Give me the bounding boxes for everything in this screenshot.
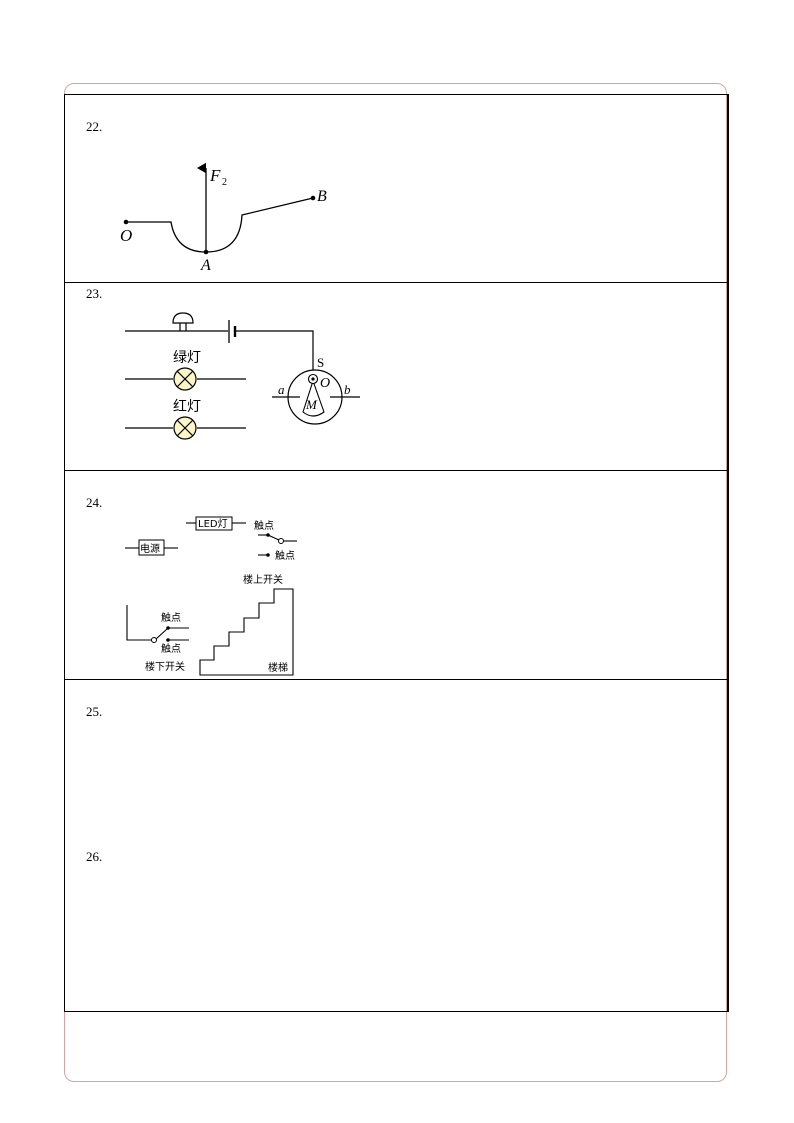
upstairs-switch-label: 楼上开关	[243, 573, 283, 586]
lower-contact-label-2: 触点	[161, 642, 181, 655]
divider-24-25	[65, 679, 728, 680]
tilt-switch-icon	[272, 369, 360, 425]
contact-a-label: a	[278, 382, 285, 397]
divider-22-23	[65, 282, 728, 283]
red-lamp-label: 红灯	[173, 399, 201, 415]
pendulum-m-label: M	[305, 397, 318, 412]
led-lamp-label: LED灯	[198, 518, 228, 530]
pivot-o-label: O	[320, 376, 330, 391]
stairs-outline	[199, 588, 294, 676]
red-lamp-icon	[173, 416, 197, 440]
green-lamp-label: 绿灯	[173, 350, 201, 366]
power-source-label: 电源	[140, 542, 160, 555]
question-number-25: 25.	[86, 704, 103, 719]
point-b-label: B	[317, 188, 327, 205]
answer-grid	[64, 94, 729, 1012]
bell-icon	[172, 312, 194, 331]
question-number-26: 26.	[86, 849, 103, 864]
force-subscript: 2	[222, 177, 227, 188]
downstairs-switch-label: 楼下开关	[145, 660, 185, 673]
lower-contact-label-1: 触点	[161, 611, 181, 624]
question-number-24: 24.	[86, 495, 103, 510]
lower-switch-icon	[126, 605, 189, 643]
wire-to-switch	[235, 330, 314, 373]
upper-contact-label-2: 触点	[275, 549, 295, 562]
green-lamp-icon	[173, 367, 197, 391]
point-a-label: A	[200, 257, 211, 274]
divider-23-24	[65, 470, 728, 471]
force-label: F	[209, 166, 221, 185]
point-o-label: O	[120, 226, 132, 245]
point-o-dot	[123, 219, 129, 225]
stairs-label: 楼梯	[268, 661, 288, 674]
contact-b-label: b	[344, 382, 351, 397]
point-b-dot	[310, 195, 316, 201]
switch-s-label: S	[317, 355, 324, 370]
upper-contact-label-1: 触点	[254, 519, 274, 532]
upper-switch-icon	[258, 533, 297, 557]
question-number-22: 22.	[86, 119, 103, 134]
question-number-23: 23.	[86, 286, 103, 301]
